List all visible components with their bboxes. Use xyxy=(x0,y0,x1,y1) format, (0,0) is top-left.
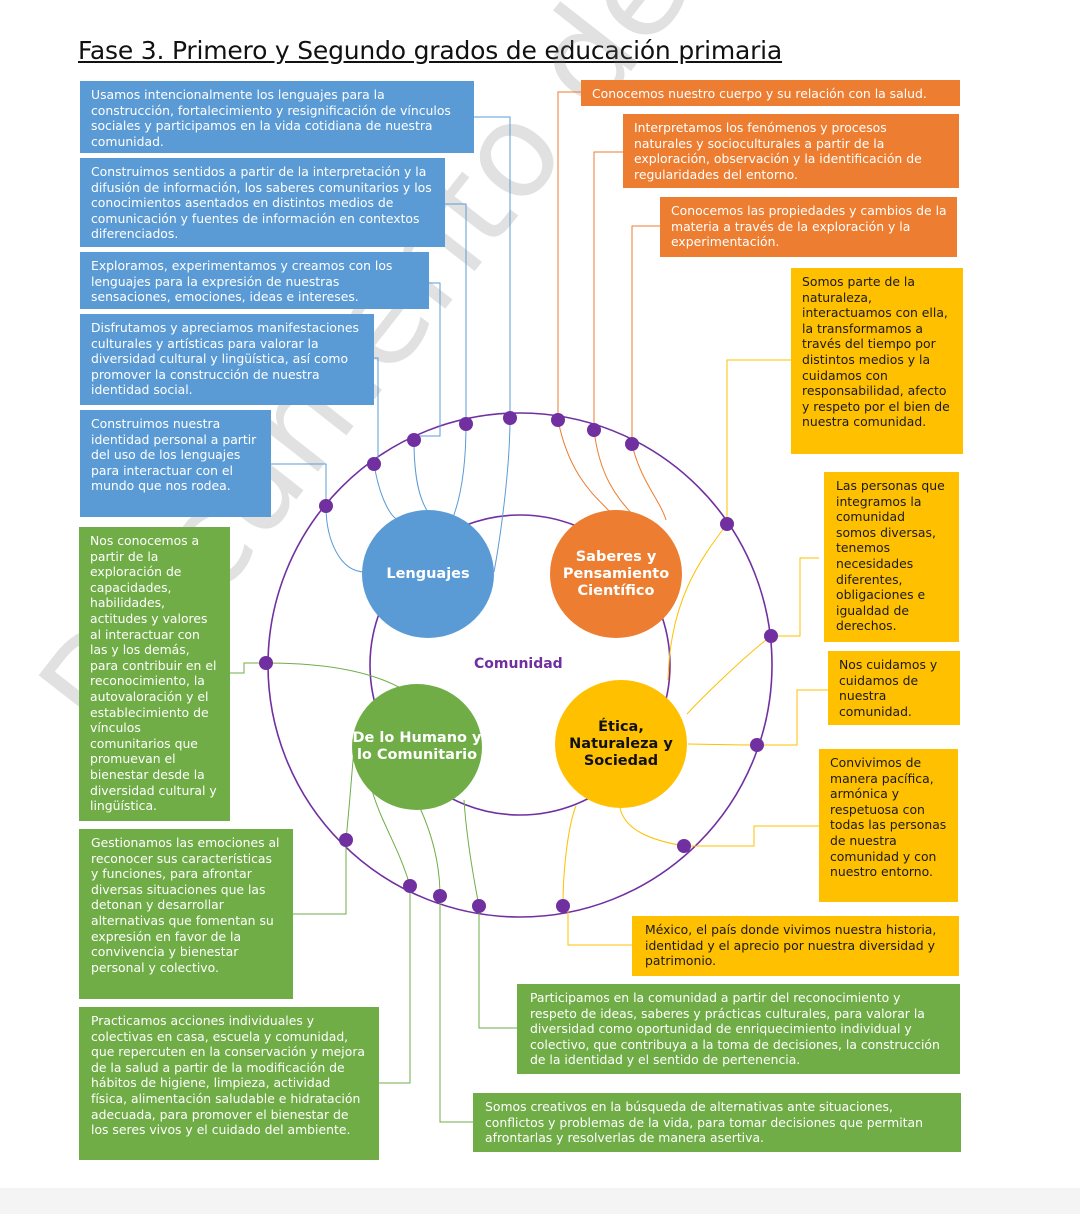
green-connectors xyxy=(230,662,517,1123)
orange-connectors xyxy=(557,91,667,521)
yellow-box-3: Nos cuidamos y cuidamos de nuestra comun… xyxy=(828,651,960,725)
yellow-box-5: México, el país donde vivimos nuestra hi… xyxy=(632,916,959,976)
blue-box-2: Construimos sentidos a partir de la inte… xyxy=(80,158,445,247)
green-box-1: Nos conocemos a partir de la exploración… xyxy=(79,527,230,821)
field-saberes: Saberes y Pensamiento Científico xyxy=(550,510,682,638)
yellow-box-2: Las personas que integramos la comunidad… xyxy=(824,472,959,642)
yellow-connectors xyxy=(562,359,828,946)
blue-box-3: Exploramos, experimentamos y creamos con… xyxy=(80,252,429,309)
green-box-5: Somos creativos en la búsqueda de altern… xyxy=(473,1093,961,1152)
green-box-2: Gestionamos las emociones al reconocer s… xyxy=(79,829,293,999)
page-bottom-edge xyxy=(0,1188,1080,1214)
field-lenguajes: Lenguajes xyxy=(362,510,494,638)
orange-box-1: Conocemos nuestro cuerpo y su relación c… xyxy=(581,80,960,106)
blue-box-4: Disfrutamos y apreciamos manifestaciones… xyxy=(80,314,374,405)
center-label: Comunidad xyxy=(474,656,563,672)
blue-box-1: Usamos intencionalmente los lenguajes pa… xyxy=(80,81,474,153)
green-box-3: Practicamos acciones individuales y cole… xyxy=(79,1007,379,1160)
green-box-4: Participamos en la comunidad a partir de… xyxy=(517,984,960,1074)
field-etica: Ética, Naturaleza y Sociedad xyxy=(555,680,687,808)
yellow-box-4: Convivimos de manera pacífica, armónica … xyxy=(819,749,958,902)
page-title: Fase 3. Primero y Segundo grados de educ… xyxy=(78,36,783,65)
orange-box-2: Interpretamos los fenómenos y procesos n… xyxy=(623,114,959,188)
yellow-box-1: Somos parte de la naturaleza, interactua… xyxy=(791,268,963,454)
orange-box-3: Conocemos las propiedades y cambios de l… xyxy=(660,197,957,257)
blue-box-5: Construimos nuestra identidad personal a… xyxy=(80,410,271,517)
field-humano: De lo Humano y lo Comunitario xyxy=(352,684,482,810)
ring-nodes xyxy=(259,411,778,913)
inner-ring xyxy=(369,514,671,816)
